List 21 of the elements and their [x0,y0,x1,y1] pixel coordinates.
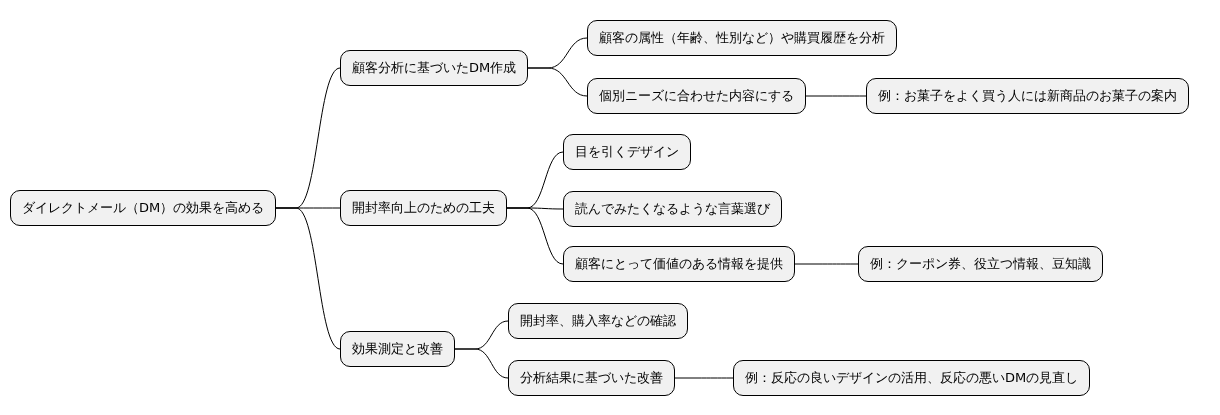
topic-box: 効果測定と改善 [340,331,455,367]
topic-box: 例：反応の良いデザインの活用、反応の悪いDMの見直し [733,360,1091,396]
topic-box: 目を引くデザイン [563,134,691,170]
topic-box: 例：クーポン券、役立つ情報、豆知識 [858,246,1103,282]
topic-box: 読んでみたくなるような言葉選び [563,191,782,227]
connector-line [674,377,734,379]
connector-line [275,207,341,350]
topic-box: 顧客の属性（年齢、性別など）や購買履歴を分析 [587,20,897,56]
topic-box: 分析結果に基づいた改善 [508,360,675,396]
topic-box: 顧客にとって価値のある情報を提供 [563,246,795,282]
topic-box: 個別ニーズに合わせた内容にする [587,78,806,114]
topic-box: ダイレクトメール（DM）の効果を高める [10,190,277,226]
topic-box: 開封率向上のための工夫 [340,190,507,226]
connector-line [454,348,509,379]
topic-box: 開封率、購入率などの確認 [508,303,688,339]
topic-box: 例：お菓子をよく買う人には新商品のお菓子の案内 [866,78,1189,114]
connector-line [506,207,564,265]
connector-line [794,263,859,265]
connector-line [527,67,588,97]
connector-line [805,95,867,97]
topic-box: 顧客分析に基づいたDM作成 [340,50,529,86]
